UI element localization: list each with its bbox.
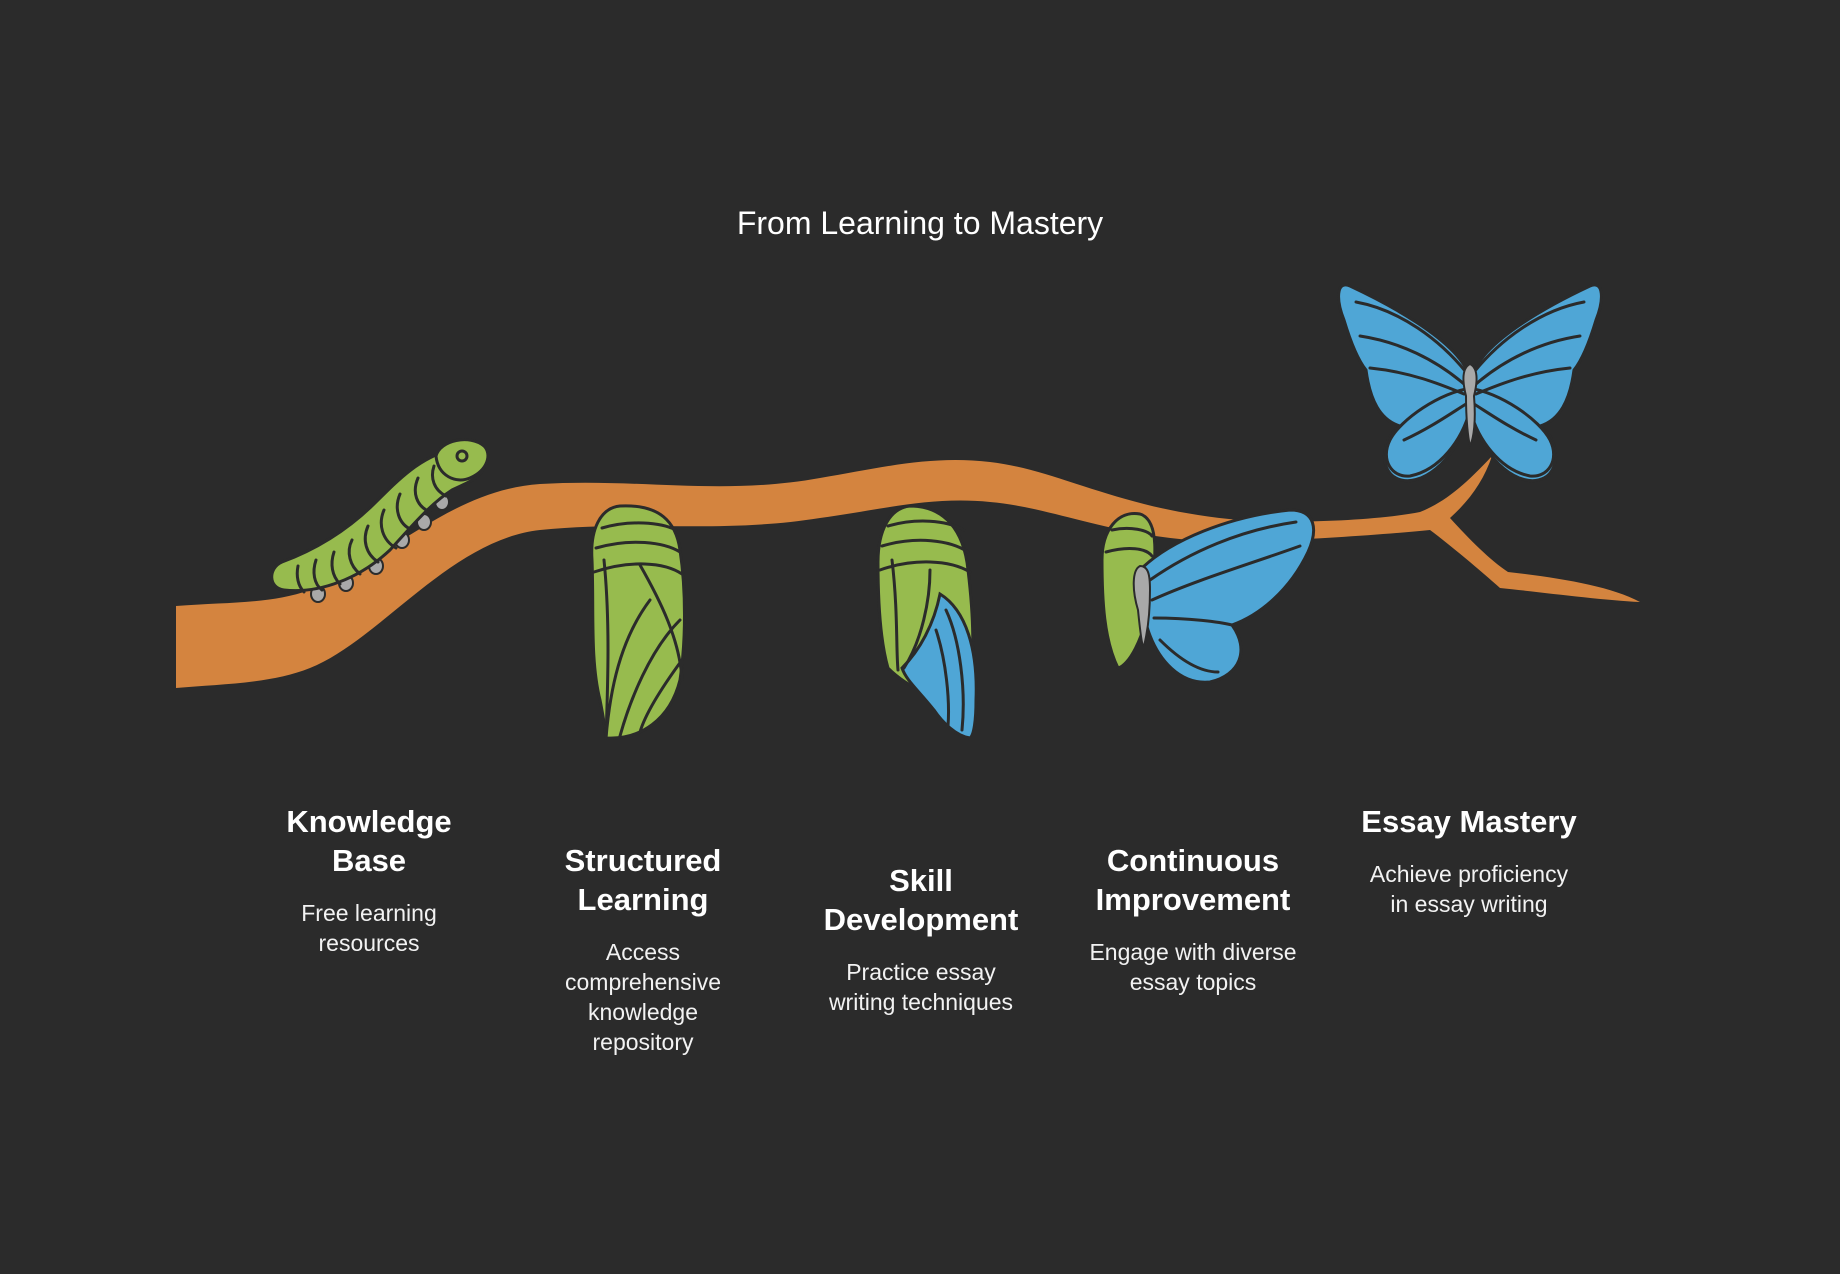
caterpillar-icon (270, 438, 490, 603)
stage-title: Essay Mastery (1361, 804, 1577, 839)
stage-description: Practice essay writing techniques (828, 959, 1014, 1015)
stage-title: Structured Learning (564, 843, 722, 917)
stage-knowledge-base: Knowledge Base Free learning resources (249, 802, 489, 958)
butterfly-icon (1337, 283, 1603, 483)
stage-description: Engage with diverse essay topics (1089, 939, 1297, 995)
chrysalis-wing-icon (876, 504, 978, 740)
emerging-butterfly-icon (1100, 508, 1316, 684)
stage-description: Free learning resources (301, 900, 437, 956)
stage-description: Achieve proficiency in essay writing (1369, 861, 1569, 917)
stage-skill-development: Skill Development Practice essay writing… (801, 861, 1041, 1017)
stage-title: Continuous Improvement (1095, 843, 1291, 917)
stage-continuous-improvement: Continuous Improvement Engage with diver… (1073, 841, 1313, 997)
stage-title: Knowledge Base (286, 804, 452, 878)
page-title: From Learning to Mastery (736, 205, 1104, 241)
stage-title: Skill Development (823, 863, 1019, 937)
branch (176, 456, 1640, 688)
stage-description: Access comprehensive knowledge repositor… (565, 939, 721, 1055)
stage-structured-learning: Structured Learning Access comprehensive… (523, 841, 763, 1057)
chrysalis-icon (590, 504, 686, 740)
stage-essay-mastery: Essay Mastery Achieve proficiency in ess… (1349, 802, 1589, 919)
